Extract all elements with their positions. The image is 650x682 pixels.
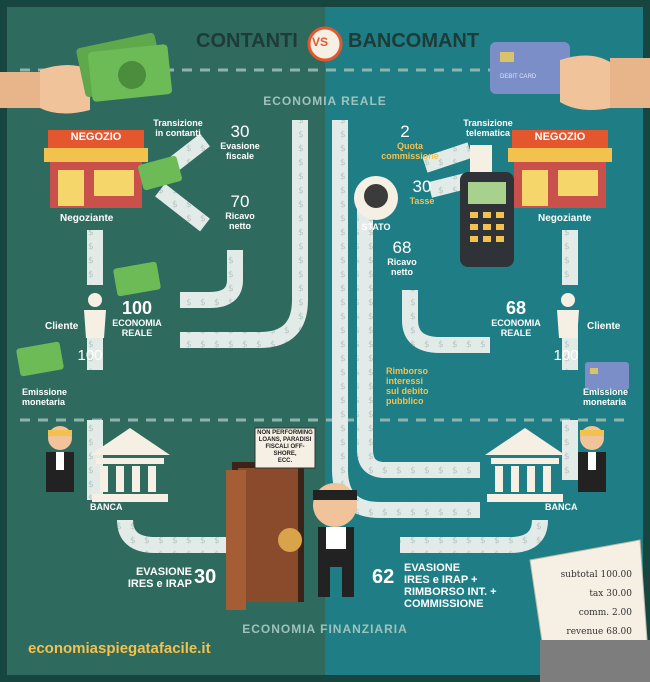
right-emission-number: 100 — [553, 347, 579, 364]
thief-icon — [278, 483, 357, 597]
right-bottom-label: EVASIONE IRES e IRAP + RIMBORSO INT. + C… — [404, 562, 497, 610]
receipt-line: revenue 68.00 — [566, 627, 632, 637]
right-tax-number: 30 — [412, 177, 432, 196]
pos-terminal-icon — [460, 145, 514, 267]
receipt-lines: subtotal 100.00 tax 30.00 comm. 2.00 rev… — [560, 566, 632, 642]
right-fee-label: Quota commissione — [381, 141, 439, 161]
hand-cash-icon — [0, 32, 172, 114]
banker-right-icon — [578, 426, 606, 492]
left-bank-label: BANCA — [90, 502, 123, 512]
title-left: CONTANTI — [196, 30, 298, 52]
left-revenue-number: 70 — [230, 192, 250, 211]
section-real-label: ECONOMIA REALE — [263, 94, 387, 108]
state-label: STATO — [361, 222, 391, 232]
right-refund-label: Rimborso interessi sul debito pubblico — [386, 366, 429, 406]
title-vs: VS — [312, 35, 329, 49]
left-bottom-label: EVASIONE IRES e IRAP — [127, 566, 192, 590]
right-revenue-label: Ricavo netto — [387, 257, 417, 277]
banker-left-icon — [46, 426, 74, 492]
footer-website[interactable]: economiaspiegatafacile.it — [28, 640, 211, 657]
left-evasion-number: 30 — [230, 122, 250, 141]
left-emission-label: Emissione monetaria — [22, 387, 68, 407]
left-emission-number: 100 — [77, 347, 103, 364]
left-revenue-label: Ricavo netto — [225, 211, 255, 231]
left-economy-label: ECONOMIA REALE — [112, 318, 162, 338]
bank-right-icon — [485, 428, 565, 502]
title-right: BANCOMANT — [348, 30, 480, 52]
vs-badge — [307, 26, 343, 62]
left-transition-label: Transizione in contanti — [153, 118, 203, 138]
right-economy-number: 68 — [505, 298, 527, 318]
left-evasion-label: Evasione fiscale — [220, 141, 260, 161]
right-economy-label: ECONOMIA REALE — [491, 318, 541, 338]
section-finance-label: ECONOMIA FINANZIARIA — [242, 622, 408, 636]
right-revenue-number: 68 — [392, 238, 412, 257]
shop-left-owner: Negoziante — [60, 213, 114, 224]
door-sign: NON PERFORMING LOANS, PARADISI FISCALI O… — [257, 430, 313, 464]
shop-left-icon — [44, 130, 148, 208]
receipt-line: subtotal 100.00 — [560, 570, 632, 580]
shop-right-owner: Negoziante — [538, 213, 592, 224]
right-emission-label: Emissione monetaria — [583, 387, 629, 407]
cash-stack-icon — [16, 155, 183, 377]
receipt-line: comm. 2.00 — [578, 608, 632, 618]
right-transition-label: Transizione telematica — [463, 118, 513, 138]
right-bottom-number: 62 — [372, 566, 395, 588]
bank-left-icon — [90, 428, 170, 502]
shop-right-sign: NEGOZIO — [534, 131, 586, 143]
hand-card-icon — [490, 42, 650, 110]
shop-right-icon — [508, 130, 612, 208]
right-fee-number: 2 — [400, 122, 410, 141]
door-icon — [226, 427, 316, 610]
right-bank-label: BANCA — [545, 502, 578, 512]
client-left-icon — [84, 293, 106, 338]
left-bottom-number: 30 — [194, 566, 217, 588]
left-economy-number: 100 — [121, 298, 153, 318]
right-client-label: Cliente — [587, 321, 621, 332]
client-right-icon — [557, 293, 579, 338]
receipt-icon — [529, 539, 650, 682]
right-tax-label: Tasse — [409, 196, 435, 206]
card-text: DEBIT CARD — [500, 74, 537, 80]
debit-card-icon — [585, 362, 629, 390]
state-coin-icon — [354, 176, 398, 220]
receipt-line: tax 30.00 — [589, 589, 632, 599]
left-client-label: Cliente — [45, 321, 79, 332]
shop-left-sign: NEGOZIO — [70, 131, 122, 143]
